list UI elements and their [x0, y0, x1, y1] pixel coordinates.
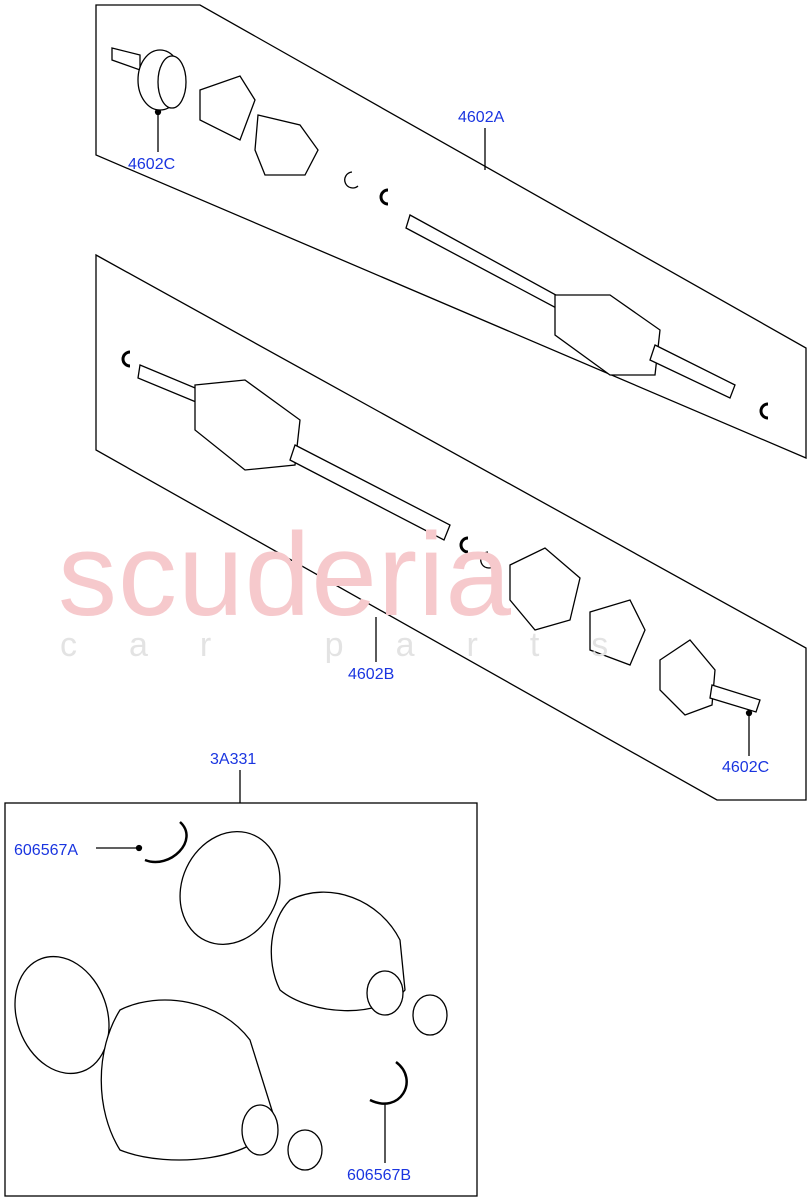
callout-3a331[interactable]: 3A331 [210, 751, 257, 768]
frame-boot-kit [4, 802, 478, 1197]
leader-lines [96, 108, 753, 1163]
clamp-small-2 [287, 1129, 323, 1171]
inner-joint-lower [194, 379, 301, 471]
circlip-b [369, 1061, 408, 1105]
watermark-tagline: car parts [60, 626, 661, 664]
outer-joint-lower [659, 639, 716, 716]
callout-4602a[interactable]: 4602A [458, 109, 505, 126]
callout-606567a[interactable]: 606567A [14, 842, 79, 859]
stub-lower [137, 364, 201, 403]
callout-4602c-lower[interactable]: 4602C [722, 759, 770, 776]
boot-upper [254, 114, 319, 176]
lower-shaft-parts [121, 350, 761, 716]
frame-upper-shaft [95, 4, 807, 459]
boot-kit-parts [14, 821, 448, 1171]
boot-lower [509, 547, 581, 631]
inner-joint-upper [554, 294, 661, 376]
circlip-upper-2 [379, 188, 389, 206]
callout-4602c-upper[interactable]: 4602C [128, 156, 176, 173]
circlip-lower-1 [121, 350, 131, 368]
outer-joint-upper [111, 47, 141, 71]
clamp-lower [589, 599, 646, 666]
circlip-lower-2 [459, 536, 469, 554]
upper-shaft-parts [111, 47, 769, 420]
frame-lower-shaft [95, 253, 807, 801]
clamp-upper [199, 75, 256, 141]
shaft-lower [289, 444, 451, 541]
boot-large [100, 999, 276, 1161]
shaft-upper [405, 214, 566, 311]
callout-4602b[interactable]: 4602B [348, 666, 395, 683]
circlip-upper-1 [344, 171, 359, 189]
circlip-upper-3 [759, 402, 769, 420]
callout-606567b[interactable]: 606567B [347, 1167, 412, 1184]
clamp-small-1 [412, 994, 448, 1036]
circlip-lower-3 [480, 551, 495, 569]
watermark-brand: scuderia [58, 509, 513, 641]
circlip-a [144, 821, 188, 864]
clamp-band-lower [14, 955, 110, 1075]
clamp-band-large [179, 831, 281, 945]
